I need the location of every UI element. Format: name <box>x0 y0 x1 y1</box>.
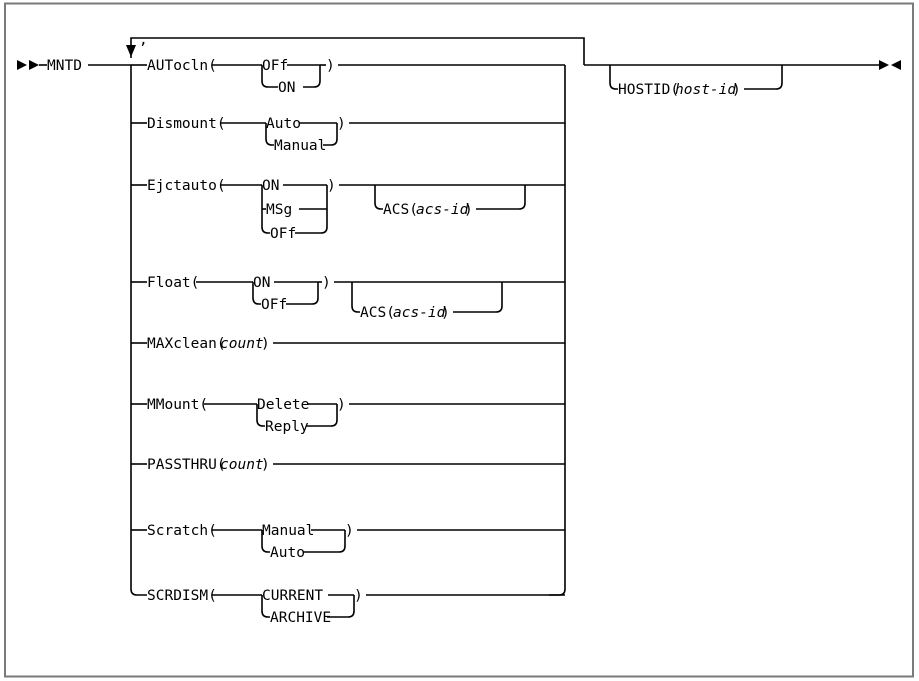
choice-ejctauto-on[interactable]: ON <box>262 178 279 194</box>
rail-scrdism-fork-down-right <box>327 595 355 618</box>
param-label-dismount: Dismount( <box>147 116 226 132</box>
optional-label-acs-float: ACS( <box>360 305 395 321</box>
param-variable-count-maxclean[interactable]: count <box>220 336 264 352</box>
param-row-maxclean[interactable]: MAXclean( count ) <box>131 336 565 352</box>
param-close-passthru: ) <box>261 457 270 473</box>
param-close-scrdism: ) <box>354 588 363 604</box>
param-close-autocln: ) <box>326 58 335 74</box>
choice-autocln-on[interactable]: ON <box>278 80 295 96</box>
optional-close-acs-float: ) <box>441 305 450 321</box>
rail-scratch-fork-down-left <box>261 530 270 553</box>
rail-autocln-fork-down-left <box>261 65 278 88</box>
param-label-scrdism: SCRDISM( <box>147 588 217 604</box>
optional-label-hostid: HOSTID( <box>618 82 679 98</box>
param-label-maxclean: MAXclean( <box>147 336 226 352</box>
optional-variable-acs-id-float[interactable]: acs-id <box>393 305 446 321</box>
optional-variable-host-id[interactable]: host-id <box>675 82 736 98</box>
left-rail <box>130 65 147 596</box>
choice-scratch-manual[interactable]: Manual <box>262 523 314 539</box>
param-label-scratch: Scratch( <box>147 523 217 539</box>
param-row-mmount[interactable]: MMount( Delete Reply ) <box>131 397 565 435</box>
param-close-float: ) <box>322 275 331 291</box>
param-row-scrdism[interactable]: SCRDISM( CURRENT ARCHIVE ) <box>147 588 565 626</box>
param-close-ejctauto: ) <box>327 178 336 194</box>
choice-scrdism-current[interactable]: CURRENT <box>262 588 323 604</box>
rail-acs-ejctauto-right <box>476 185 526 210</box>
repeat-loop <box>126 37 585 65</box>
param-close-mmount: ) <box>337 397 346 413</box>
optional-hostid[interactable]: HOSTID( host-id ) <box>609 65 783 98</box>
param-label-autocln: AUTocln( <box>147 58 217 74</box>
optional-close-hostid: ) <box>732 82 741 98</box>
rail-dismount-fork-down-right <box>323 123 338 146</box>
repeat-separator-comma: , <box>139 32 148 48</box>
rail-ejctauto-fork-right <box>295 185 328 234</box>
optional-variable-acs-id-ejctauto[interactable]: acs-id <box>416 202 469 218</box>
start-marker <box>17 60 39 70</box>
choice-dismount-manual[interactable]: Manual <box>274 138 326 154</box>
rail-dismount-fork-down-left <box>265 123 274 146</box>
command-name: MNTD <box>47 58 82 74</box>
rail-ejctauto-fork-left-2 <box>261 209 270 234</box>
param-label-ejctauto: Ejctauto( <box>147 178 226 194</box>
choice-float-on[interactable]: ON <box>253 275 270 291</box>
choice-scratch-auto[interactable]: Auto <box>270 545 305 561</box>
choice-float-off[interactable]: OFf <box>261 297 287 313</box>
param-label-passthru: PASSTHRU( <box>147 457 226 473</box>
optional-acs-float[interactable]: ACS( acs-id ) <box>351 282 503 321</box>
end-marker <box>879 60 901 70</box>
diagram-border <box>4 2 914 678</box>
param-close-maxclean: ) <box>261 336 270 352</box>
rail-acs-ejctauto-left <box>374 185 383 210</box>
optional-acs-ejctauto[interactable]: ACS( acs-id ) <box>374 185 526 218</box>
param-row-autocln[interactable]: AUTocln( OFf ON ) <box>131 58 565 96</box>
rail-scrdism-fork-down-left <box>261 595 270 618</box>
rail-float-fork-down-right <box>286 282 319 305</box>
choice-scrdism-archive[interactable]: ARCHIVE <box>270 610 331 626</box>
param-row-float[interactable]: Float( ON OFf ) ACS( acs-id ) <box>131 275 565 321</box>
rail-hostid-left <box>609 65 618 90</box>
param-row-passthru[interactable]: PASSTHRU( count ) <box>131 457 565 473</box>
param-row-dismount[interactable]: Dismount( Auto Manual ) <box>131 116 565 154</box>
right-rail <box>549 65 566 596</box>
param-row-scratch[interactable]: Scratch( Manual Auto ) <box>131 523 565 561</box>
choice-dismount-auto[interactable]: Auto <box>266 116 301 132</box>
rail-scratch-fork-down-right <box>303 530 346 553</box>
choice-mmount-reply[interactable]: Reply <box>265 419 309 435</box>
rail-mmount-fork-down-right <box>306 404 338 427</box>
optional-label-acs-ejctauto: ACS( <box>383 202 418 218</box>
param-close-dismount: ) <box>337 116 346 132</box>
param-label-mmount: MMount( <box>147 397 208 413</box>
param-label-float: Float( <box>147 275 199 291</box>
rail-hostid-right <box>744 65 783 90</box>
rail-acs-float-left <box>351 282 360 313</box>
choice-mmount-delete[interactable]: Delete <box>257 397 309 413</box>
rail-mmount-fork-down-left <box>256 404 265 427</box>
optional-close-acs-ejctauto: ) <box>464 202 473 218</box>
param-close-scratch: ) <box>345 523 354 539</box>
choice-ejctauto-msg[interactable]: MSg <box>266 202 292 218</box>
param-row-ejctauto[interactable]: Ejctauto( ON MSg OFf ) ACS( acs-id ) <box>131 178 565 242</box>
rail-float-fork-down-left <box>252 282 261 305</box>
param-variable-count-passthru[interactable]: count <box>220 457 264 473</box>
rail-autocln-fork-down-right <box>303 65 321 88</box>
choice-autocln-off[interactable]: OFf <box>262 58 288 74</box>
rail-acs-float-right <box>453 282 503 313</box>
choice-ejctauto-off[interactable]: OFf <box>270 226 296 242</box>
